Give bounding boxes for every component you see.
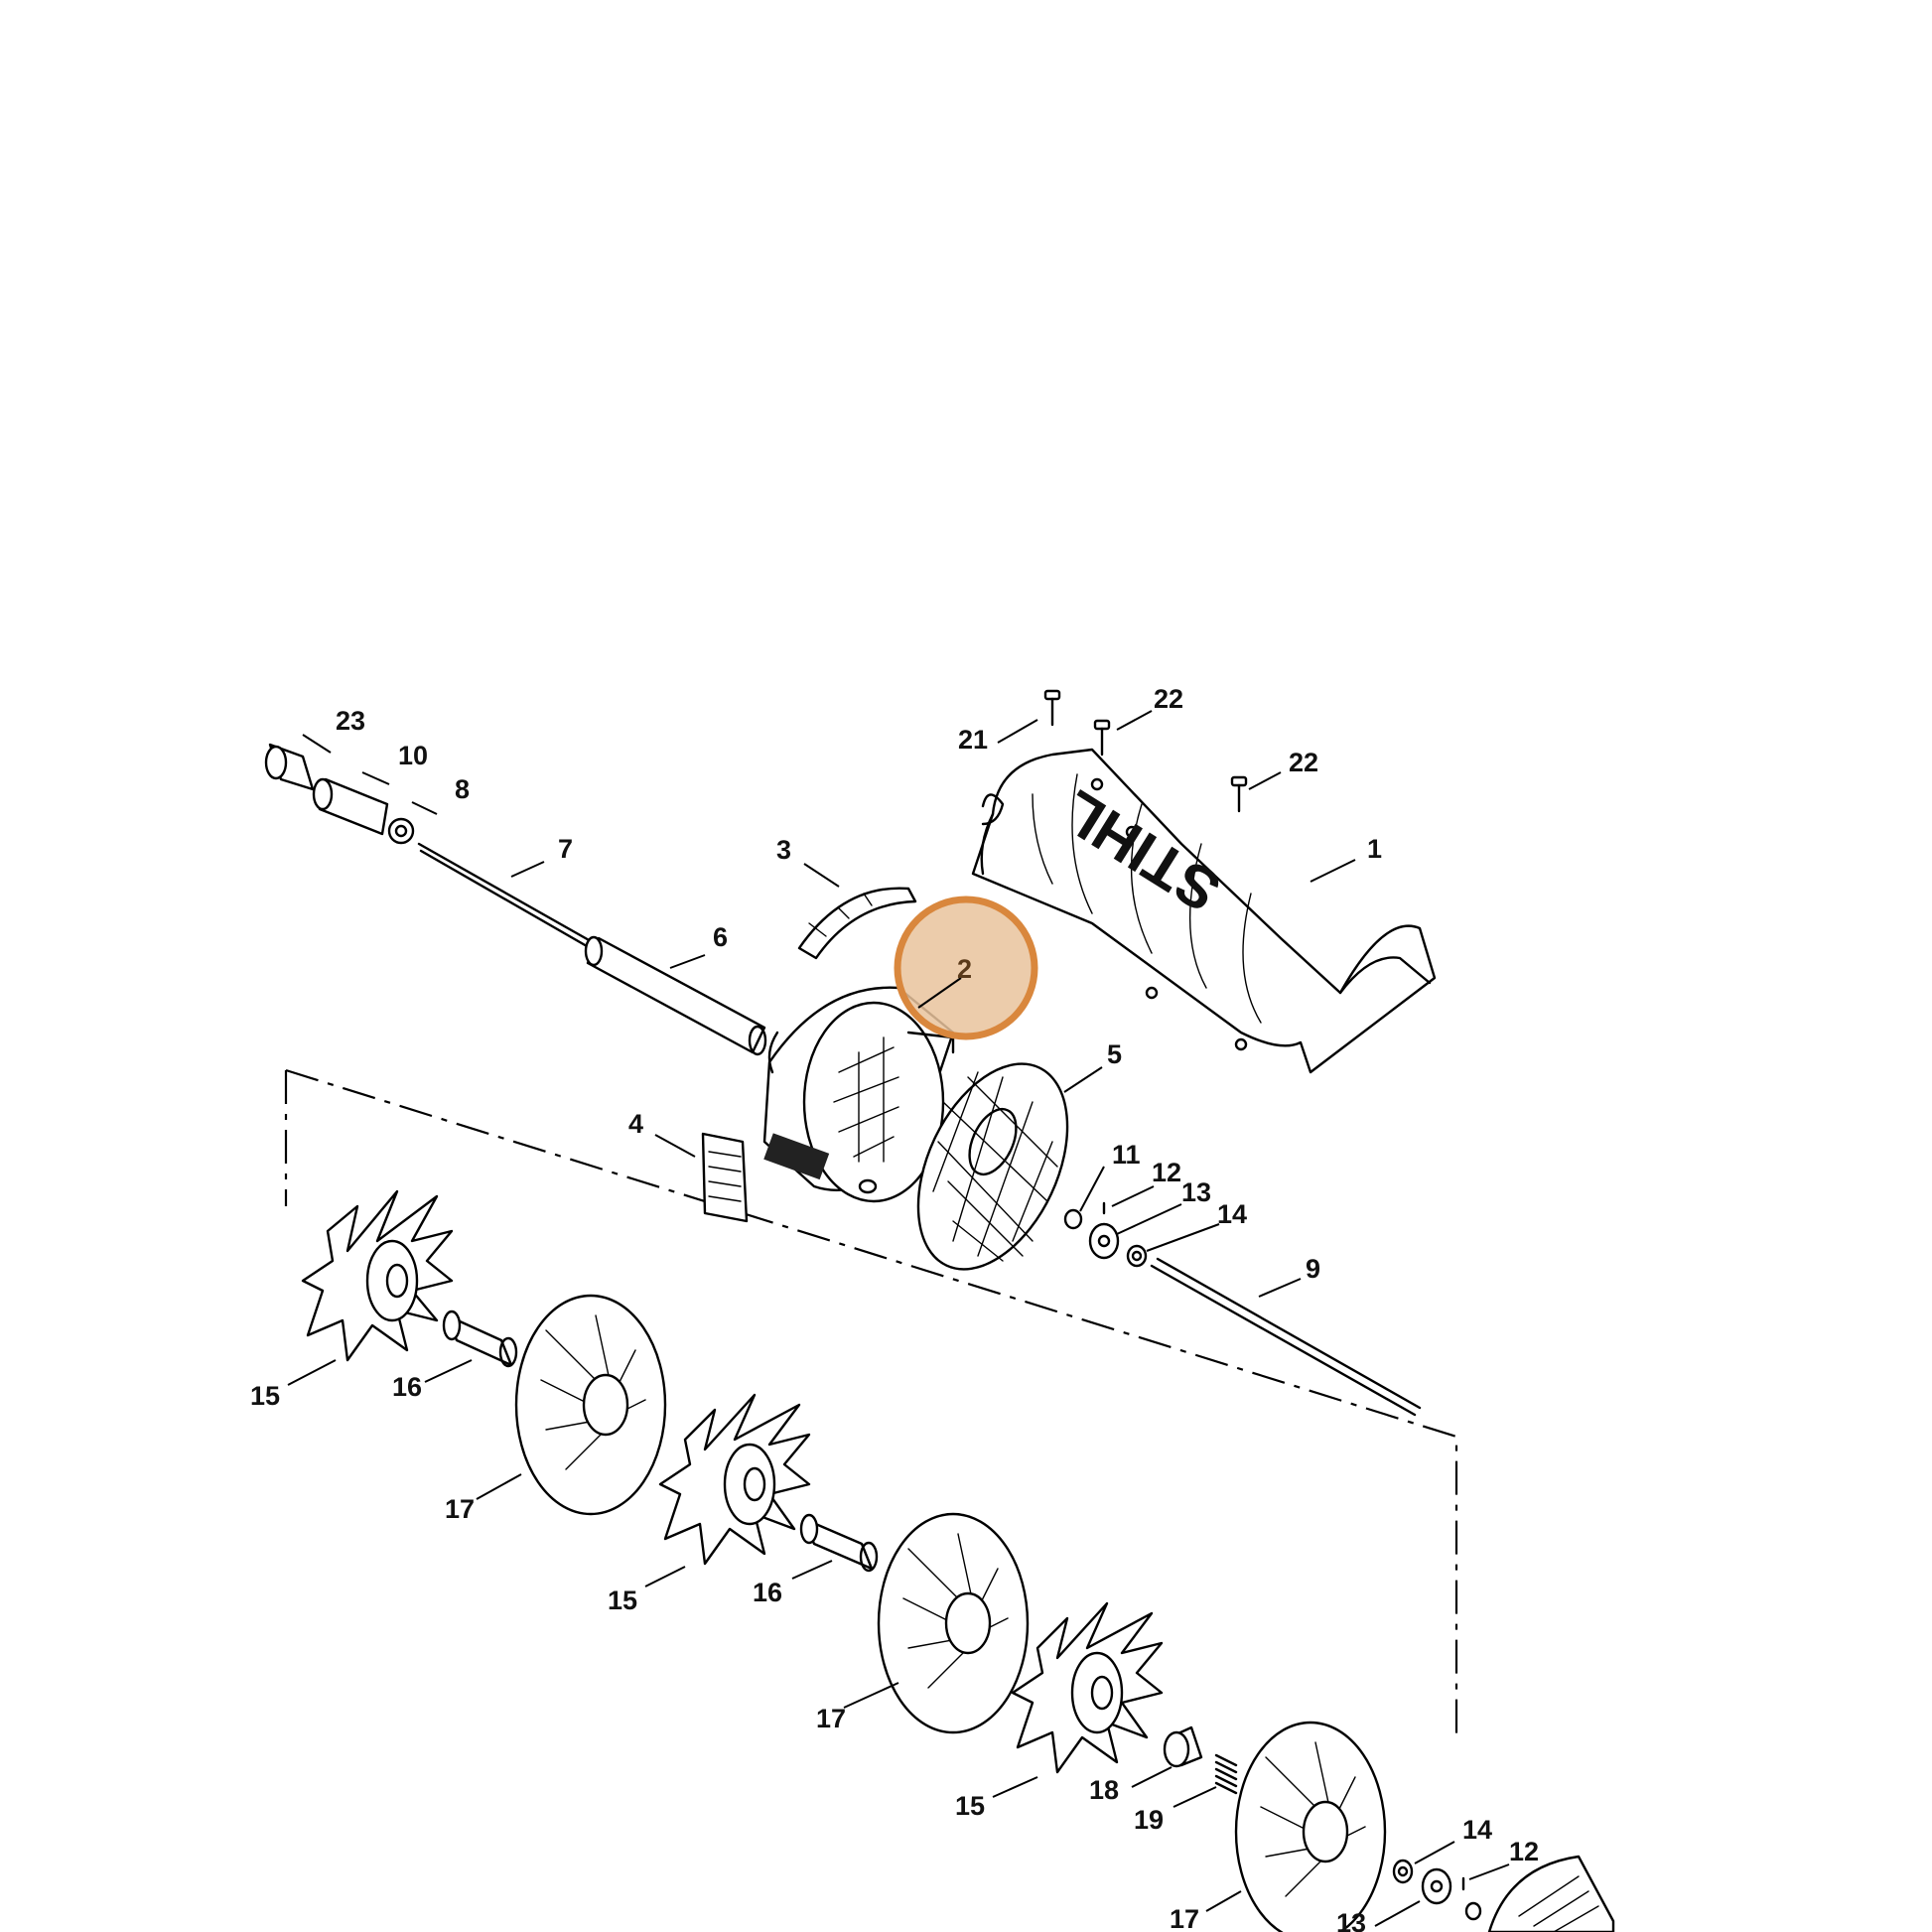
callout-17: 17 xyxy=(445,1494,475,1524)
leader-lines xyxy=(287,710,1510,1927)
part-7-rod[interactable] xyxy=(417,842,593,948)
part-2-fan-housing[interactable] xyxy=(762,986,955,1203)
callout-9: 9 xyxy=(1306,1254,1320,1284)
part-11-clip-2[interactable] xyxy=(1464,1901,1482,1921)
callout-21: 21 xyxy=(958,725,988,755)
callout-22: 22 xyxy=(1154,684,1183,714)
part-10-sleeve[interactable] xyxy=(312,777,389,836)
callout-19: 19 xyxy=(1134,1805,1164,1835)
callout-22-b: 22 xyxy=(1289,748,1318,777)
highlighted-part-2-marker[interactable]: 2 xyxy=(894,896,1038,1040)
callout-13: 13 xyxy=(1181,1177,1211,1207)
callout-15: 15 xyxy=(250,1381,280,1411)
part-23-cap[interactable] xyxy=(264,743,315,791)
part-17-fan-2[interactable] xyxy=(877,1512,1030,1734)
callout-13-b: 13 xyxy=(1336,1908,1366,1932)
part-3-label[interactable] xyxy=(797,887,917,960)
callout-4: 4 xyxy=(628,1109,643,1139)
highlight-circle xyxy=(894,896,1038,1040)
part-13-bearing-2[interactable] xyxy=(1421,1867,1452,1905)
assembly-boundary xyxy=(284,1068,1458,1742)
callout-12-b: 12 xyxy=(1509,1837,1539,1866)
part-19-spring[interactable] xyxy=(1214,1753,1238,1795)
part-9-shaft[interactable] xyxy=(1150,1257,1422,1417)
callout-10: 10 xyxy=(398,741,428,770)
part-6-tube[interactable] xyxy=(584,935,767,1056)
callout-12: 12 xyxy=(1152,1158,1181,1187)
callout-5: 5 xyxy=(1107,1039,1122,1069)
highlight-label: 2 xyxy=(957,954,972,984)
callout-16: 16 xyxy=(392,1372,422,1402)
part-14-washer[interactable] xyxy=(1126,1244,1148,1268)
callout-15-c: 15 xyxy=(955,1791,985,1821)
part-22-screw-2[interactable] xyxy=(1230,775,1248,813)
callout-7: 7 xyxy=(558,834,573,864)
part-4-label[interactable] xyxy=(701,1132,749,1223)
part-17-fan-1[interactable] xyxy=(514,1294,667,1516)
part-end-cover xyxy=(1487,1855,1615,1932)
callout-14-b: 14 xyxy=(1462,1815,1492,1845)
part-14-washer-2[interactable] xyxy=(1392,1859,1414,1884)
part-17-fan-3[interactable] xyxy=(1234,1721,1387,1932)
part-16-spacer-2[interactable] xyxy=(799,1513,879,1573)
callout-3: 3 xyxy=(776,835,791,865)
callout-labels: 23 10 8 7 6 3 21 22 22 1 5 4 11 12 13 14… xyxy=(250,684,1539,1932)
part-11-clip[interactable] xyxy=(1063,1208,1083,1230)
part-5-grille[interactable] xyxy=(889,1040,1098,1293)
part-16-spacer-1[interactable] xyxy=(442,1310,518,1368)
part-1-housing[interactable]: STIHL xyxy=(971,748,1437,1074)
callout-23: 23 xyxy=(336,706,365,736)
part-22-screw[interactable] xyxy=(1093,719,1111,757)
callout-1: 1 xyxy=(1367,834,1382,864)
part-21-screw[interactable] xyxy=(1043,689,1061,727)
callout-6: 6 xyxy=(713,922,728,952)
callout-16-b: 16 xyxy=(753,1578,782,1607)
callout-11: 11 xyxy=(1112,1140,1141,1170)
callout-14: 14 xyxy=(1217,1199,1247,1229)
part-18-bushing[interactable] xyxy=(1163,1725,1203,1768)
callout-17-b: 17 xyxy=(816,1704,846,1733)
part-15-impeller-1[interactable] xyxy=(301,1189,454,1362)
part-15-impeller-3[interactable] xyxy=(1011,1601,1164,1774)
part-8-bushing[interactable] xyxy=(387,817,415,845)
callout-18: 18 xyxy=(1089,1775,1119,1805)
callout-8: 8 xyxy=(455,774,470,804)
callout-15-b: 15 xyxy=(608,1586,637,1615)
callout-17-c: 17 xyxy=(1170,1904,1199,1932)
part-15-impeller-2[interactable] xyxy=(658,1393,811,1566)
part-13-bearing[interactable] xyxy=(1088,1222,1120,1260)
